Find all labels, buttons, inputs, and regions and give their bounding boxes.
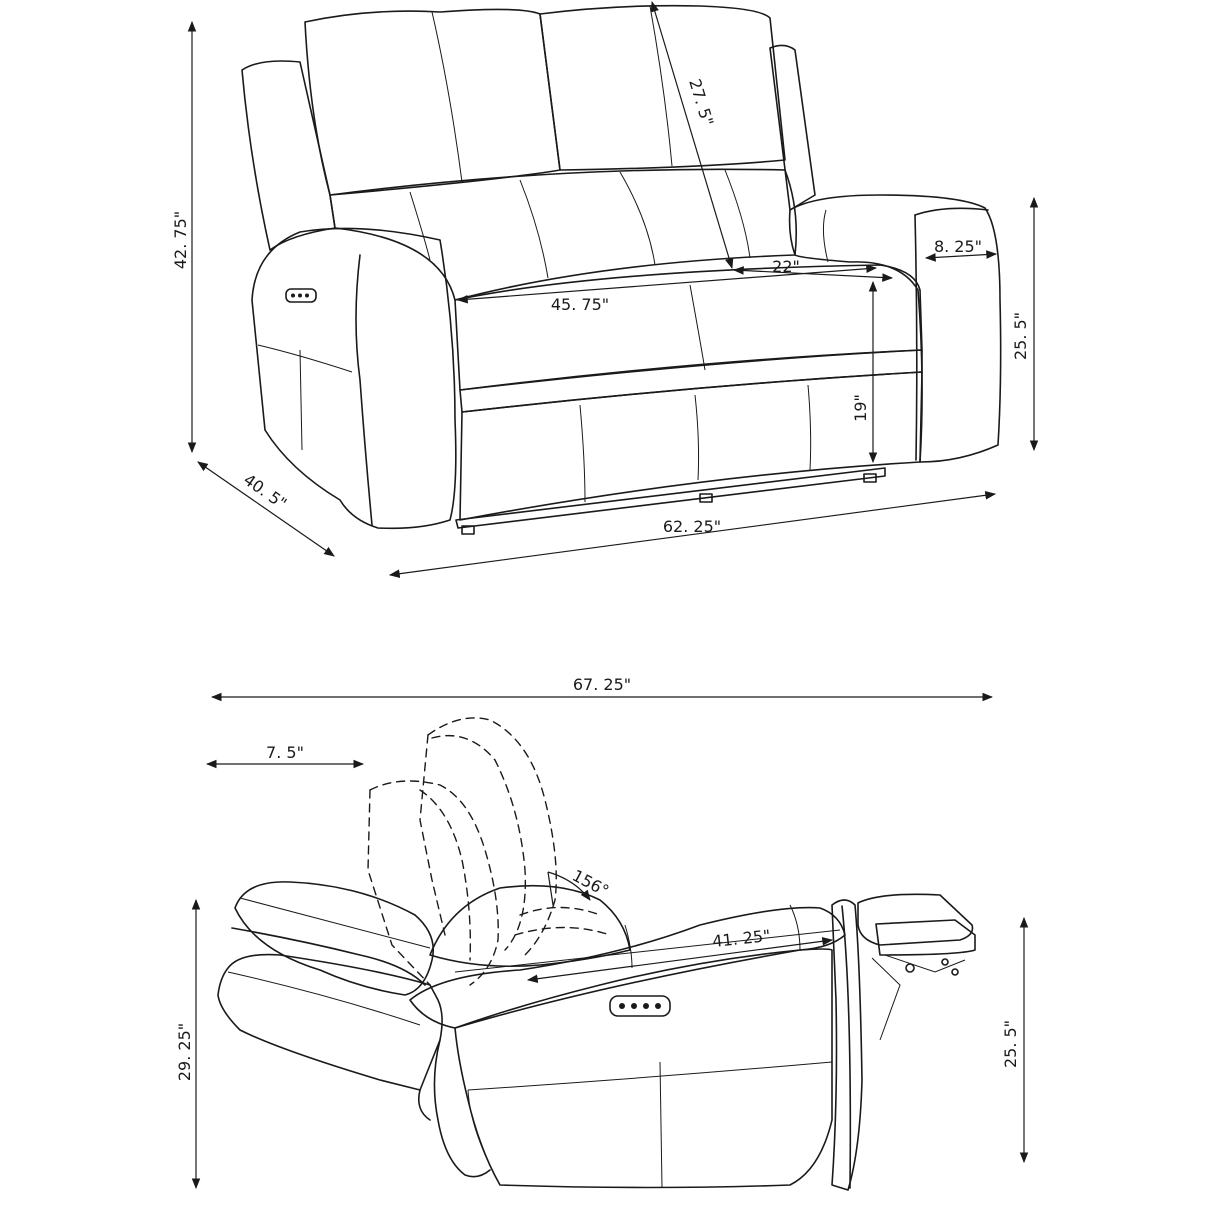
power-button-panel-front [285, 288, 317, 303]
right-armrest [788, 194, 1002, 463]
dim-side-arm-height: 25. 5" [1001, 1020, 1020, 1068]
recliner-side-drawing [217, 717, 976, 1191]
dim-seat-width: 45. 75" [551, 295, 609, 314]
dim-reclined-length: 67. 25" [573, 675, 631, 694]
dim-back-height: 27. 5" [685, 77, 717, 129]
dim-seat-height: 19" [851, 394, 870, 422]
dim-wall-clearance: 7. 5" [266, 743, 304, 762]
dim-overall-width: 62. 25" [663, 517, 721, 536]
right-wing [769, 44, 816, 211]
front-dimension-labels: 42. 75" 40. 5" 62. 25" 27. 5" 45. 75" 22… [171, 77, 1030, 536]
left-wing [241, 60, 336, 251]
dim-seat-depth: 22" [772, 257, 800, 276]
side-dimension-labels: 67. 25" 7. 5" 156° 41. 25" 29. 25" 25. 5… [175, 675, 1020, 1081]
body-side-panel [454, 948, 833, 1189]
dim-overall-height: 42. 75" [171, 211, 190, 269]
left-armrest [251, 227, 457, 530]
front-dimension-lines [187, 0, 1039, 578]
dim-arm-height: 25. 5" [1011, 312, 1030, 360]
dim-arm-width: 8. 25" [934, 237, 982, 256]
seat-cushion-side [409, 906, 846, 1029]
dim-depth: 40. 5" [240, 470, 290, 513]
dim-back-height-reclined: 29. 25" [175, 1023, 194, 1081]
back-upright [234, 881, 434, 996]
side-dimension-lines [191, 692, 1029, 1190]
power-button-panel-side [609, 995, 671, 1017]
seat-back-pillow [429, 884, 631, 968]
loveseat-front-drawing [241, 4, 1002, 535]
back-cushion-left [304, 8, 561, 196]
dim-reclined-seat-length: 41. 25" [711, 926, 771, 951]
